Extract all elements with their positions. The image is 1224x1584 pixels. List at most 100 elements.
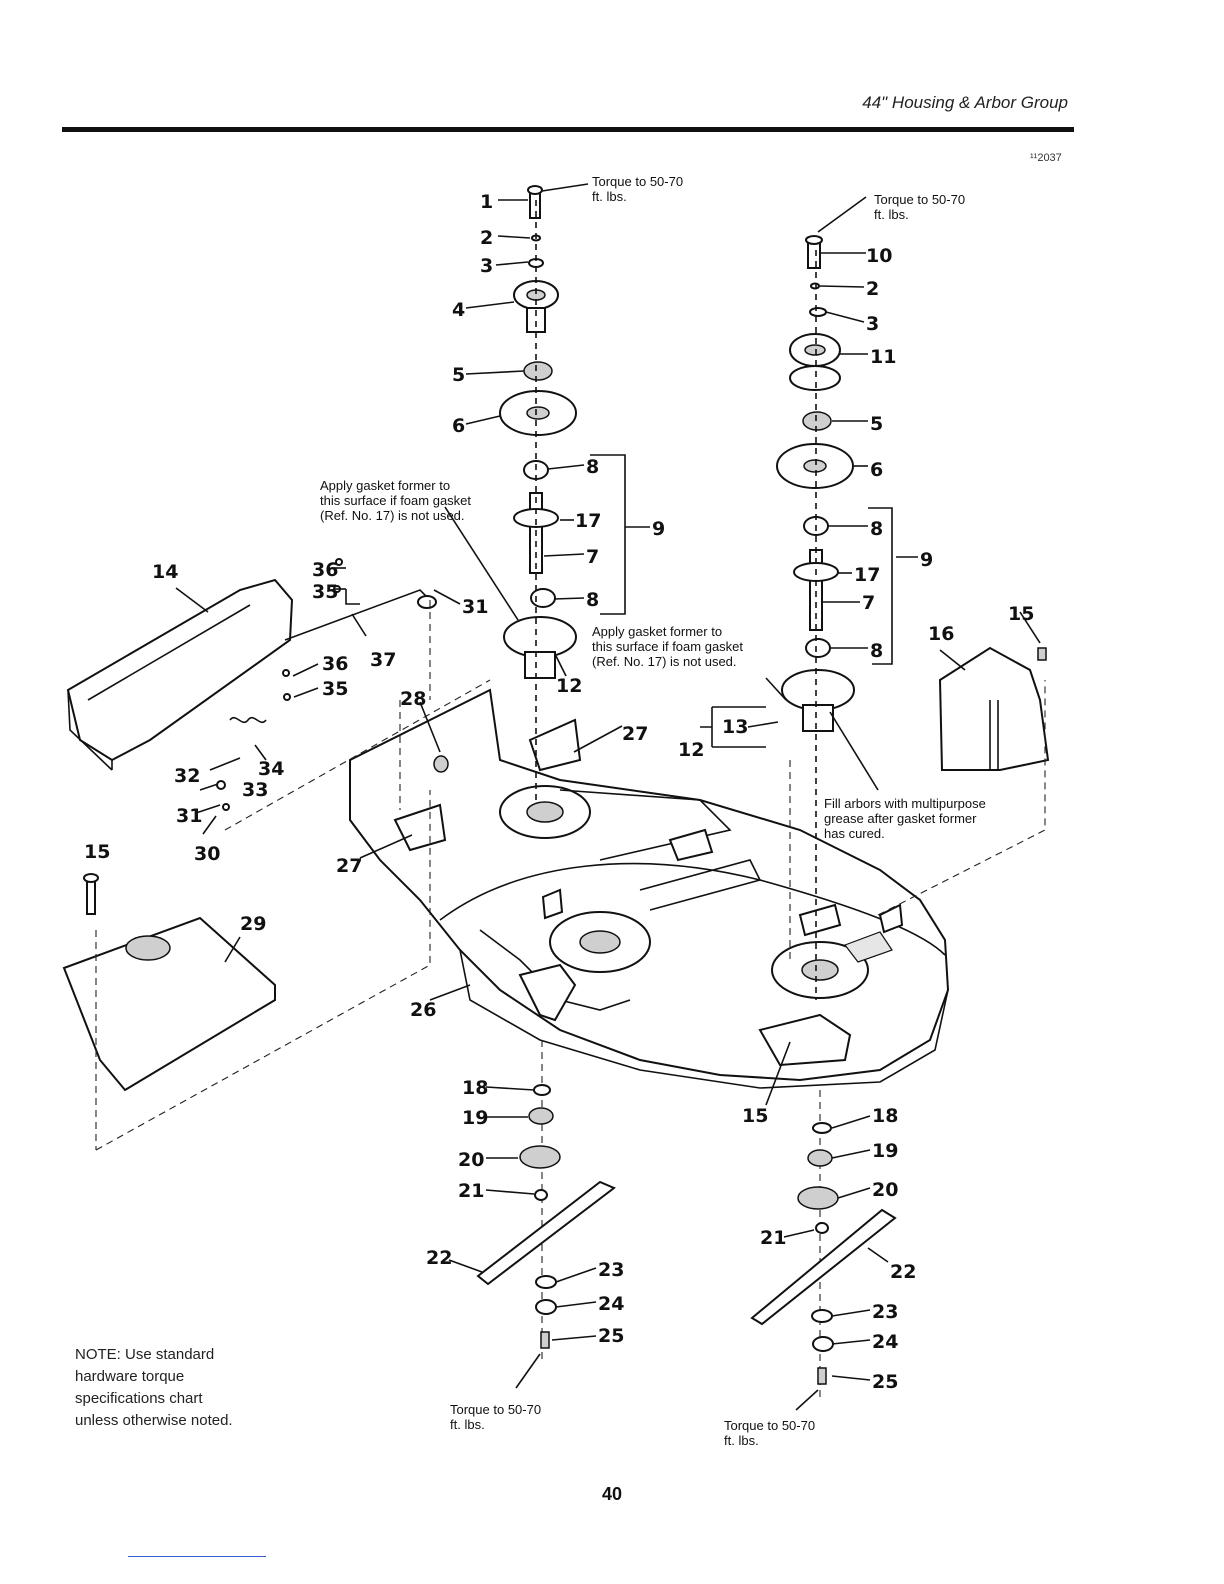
torque-note-top-left: Torque to 50-70 ft. lbs. <box>592 174 683 204</box>
callout-line: Apply gasket former to <box>592 624 723 639</box>
part-label: 25 <box>598 1325 624 1347</box>
torque-note-bottom-right: Torque to 50-70 ft. lbs. <box>724 1418 815 1448</box>
right-belt-cover <box>938 646 1050 771</box>
discharge-chute <box>66 558 449 811</box>
part-label: 33 <box>242 779 268 801</box>
part-label: 35 <box>322 678 348 700</box>
part-label: 11 <box>870 346 896 368</box>
callout-line: ft. lbs. <box>450 1417 485 1432</box>
part-label: 9 <box>920 549 933 571</box>
part-label: 28 <box>400 688 426 710</box>
grease-note: Fill arbors with multipurpose grease aft… <box>824 796 986 841</box>
callout-line: Torque to 50-70 <box>724 1418 816 1433</box>
part-label: 36 <box>322 653 348 675</box>
part-label: 5 <box>452 364 465 386</box>
footer-link-rule <box>128 1556 266 1557</box>
note-line: hardware torque <box>75 1368 185 1385</box>
part-label: 20 <box>872 1179 898 1201</box>
part-label: 22 <box>426 1247 452 1269</box>
part-label: 25 <box>872 1371 898 1393</box>
callout-line: has cured. <box>824 826 885 841</box>
callout-line: this surface if foam gasket <box>592 639 744 654</box>
part-label: 8 <box>586 589 599 611</box>
part-label: 24 <box>598 1293 624 1315</box>
part-label: 16 <box>928 623 954 645</box>
callout-line: this surface if foam gasket <box>320 493 472 508</box>
left-belt-cover <box>62 873 276 1092</box>
part-label: 26 <box>410 999 436 1021</box>
part-labels-right-arbor: 10 2 3 11 5 6 8 17 7 8 9 13 12 <box>678 245 933 761</box>
part-label: 24 <box>872 1331 898 1353</box>
part-label: 10 <box>866 245 892 267</box>
gasket-note-right: Apply gasket former to this surface if f… <box>592 624 743 669</box>
gasket-note-left: Apply gasket former to this surface if f… <box>320 478 471 523</box>
callout-line: Fill arbors with multipurpose <box>824 796 986 811</box>
callout-line: grease after gasket former <box>824 811 977 826</box>
part-label: 36 <box>312 559 338 581</box>
callout-line: (Ref. No. 17) is not used. <box>320 508 465 523</box>
callout-line: Torque to 50-70 <box>450 1402 542 1417</box>
part-label: 17 <box>854 564 880 586</box>
part-label: 14 <box>152 561 178 583</box>
part-label: 9 <box>652 518 665 540</box>
part-label: 30 <box>194 843 220 865</box>
callout-line: Torque to 50-70 <box>874 192 966 207</box>
note-line: specifications chart <box>75 1390 203 1407</box>
part-label: 17 <box>575 510 601 532</box>
callout-line: (Ref. No. 17) is not used. <box>592 654 737 669</box>
part-label: 21 <box>458 1180 484 1202</box>
leader-lines <box>175 183 1041 1411</box>
part-label: 20 <box>458 1149 484 1171</box>
torque-note-bottom-left: Torque to 50-70 ft. lbs. <box>450 1402 541 1432</box>
note-line: NOTE: Use standard <box>75 1346 215 1363</box>
callout-line: Apply gasket former to <box>320 478 451 493</box>
part-label: 12 <box>678 739 704 761</box>
part-labels-left-blade: 18 19 20 21 22 23 24 25 <box>426 1077 624 1347</box>
part-label: 8 <box>870 518 883 540</box>
part-label: 2 <box>480 227 493 249</box>
part-label: 19 <box>872 1140 898 1162</box>
callout-line: ft. lbs. <box>874 207 909 222</box>
part-label: 7 <box>586 546 599 568</box>
part-label: 6 <box>452 415 465 437</box>
part-label: 2 <box>866 278 879 300</box>
part-label: 27 <box>622 723 648 745</box>
left-arbor-stack <box>499 185 577 800</box>
part-label: 23 <box>598 1259 624 1281</box>
part-label: 23 <box>872 1301 898 1323</box>
part-label: 8 <box>870 640 883 662</box>
right-arbor-stack <box>776 235 855 1000</box>
part-label: 21 <box>760 1227 786 1249</box>
part-label: 7 <box>862 592 875 614</box>
part-label: 13 <box>722 716 748 738</box>
part-label: 8 <box>586 456 599 478</box>
part-label: 35 <box>312 581 338 603</box>
part-label: 32 <box>174 765 200 787</box>
part-label: 3 <box>480 255 493 277</box>
note-line: unless otherwise noted. <box>75 1412 233 1429</box>
right-blade-stack <box>750 1090 897 1400</box>
torque-note-top-right: Torque to 50-70 ft. lbs. <box>874 192 965 222</box>
figure-code: ¹¹2037 <box>1030 152 1062 164</box>
part-labels-chute: 14 36 35 37 36 35 31 28 34 33 32 31 30 <box>152 559 488 865</box>
part-label: 27 <box>336 855 362 877</box>
left-blade-stack <box>476 1040 616 1360</box>
torque-standard-note: NOTE: Use standard hardware torque speci… <box>75 1344 233 1432</box>
part-labels-left-arbor: 1 2 3 4 5 6 8 17 7 8 9 12 27 <box>452 191 665 745</box>
part-label: 1 <box>480 191 493 213</box>
part-label: 15 <box>742 1105 768 1127</box>
part-label: 22 <box>890 1261 916 1283</box>
part-label: 19 <box>462 1107 488 1129</box>
header-rule <box>62 127 1074 132</box>
part-label: 15 <box>1008 603 1034 625</box>
part-label: 3 <box>866 313 879 335</box>
part-label: 37 <box>370 649 396 671</box>
part-label: 12 <box>556 675 582 697</box>
part-label: 18 <box>462 1077 488 1099</box>
callout-line: ft. lbs. <box>724 1433 759 1448</box>
page-number: 40 <box>601 1484 623 1504</box>
callout-line: ft. lbs. <box>592 189 627 204</box>
part-labels-right-blade: 18 19 20 21 22 23 24 25 <box>760 1105 916 1393</box>
mower-deck-housing <box>349 688 950 1089</box>
